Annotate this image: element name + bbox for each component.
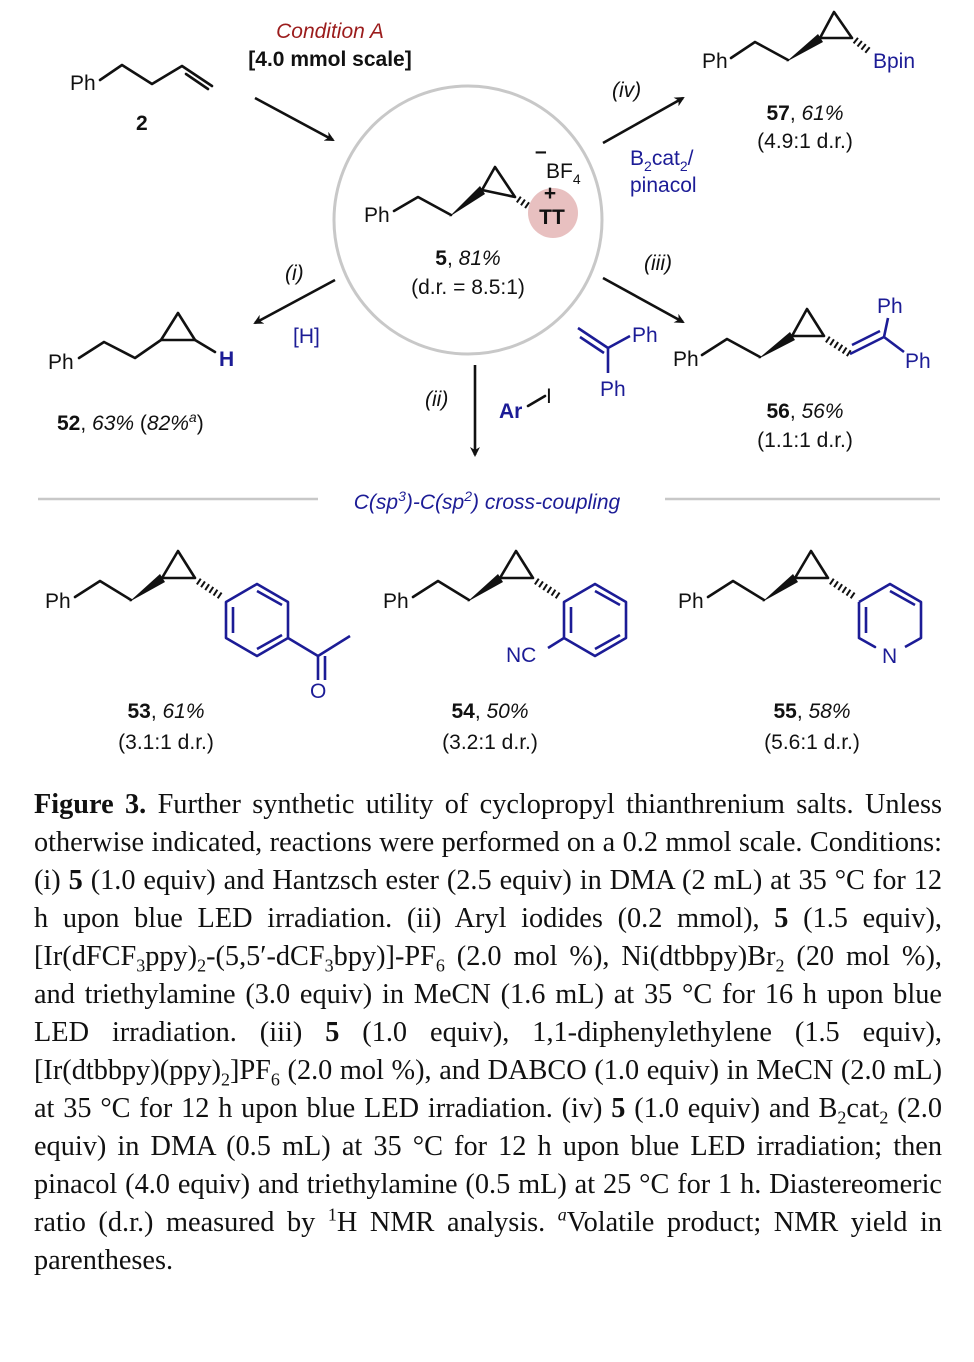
compound-53-dr: (3.1:1 d.r.) [118,731,214,754]
tt-highlight [528,188,578,238]
reagent-diphenylethylene: Ph Ph [577,324,658,401]
figure-caption: Figure 3. Further synthetic utility of c… [34,786,942,1280]
caption-segment: 6 [435,955,445,976]
caption-segment: (2.0 mol %), and DABCO (1.0 equiv) in Me… [34,1055,942,1124]
compound-54-caption: 54, 50% [451,700,528,723]
caption-segment: 2 [221,1069,231,1090]
caption-segment: 3 [136,955,146,976]
caption-segment: 5 [325,1017,340,1048]
caption-segment: cat [846,1093,880,1124]
caption-segment: Further synthetic utility of cyclopropyl… [34,789,942,896]
compound-number: 2 [136,112,148,135]
bpin-label: Bpin [873,50,915,73]
caption-segment: (1.0 equiv), 1,1-diphenylethylene (1.5 e… [34,1017,943,1086]
caption-segment: -(5,5′-dCF [206,941,325,972]
caption-segment: Volatile product; NMR yield in parenthes… [34,1207,942,1276]
caption-segment: 6 [270,1069,280,1090]
h-label: H [219,348,234,371]
compound-5-caption: 5, 81% [435,247,500,270]
ph-label: Ph [600,378,626,401]
caption-segment: 2 [879,1107,889,1128]
compound-55: Ph N 55, 58% (5.6:1 d.r.) [678,549,923,754]
compound-57: Ph Bpin 57, 61% (4.9:1 d.r.) [702,10,915,153]
ph-label: Ph [383,590,409,613]
compound-54: Ph NC 54, 50% (3.2:1 d.r.) [383,549,628,754]
arrow-to-5 [254,96,335,142]
ar-label: Ar [499,400,522,423]
compound-5-dr: (d.r. = 8.5:1) [411,276,525,299]
arrow-i [253,278,336,325]
caption-segment: 2 [197,955,207,976]
ph-label: Ph [48,351,74,374]
ph-label: Ph [45,590,71,613]
iodine-label: I [546,385,552,408]
compound-56-caption: 56, 56% [766,400,843,423]
ph-label: Ph [905,350,931,373]
caption-segment: 3 [324,955,334,976]
compound-53: Ph O 53, 61% (3.1:1 d.r.) [45,549,351,754]
arrow-iv [602,96,685,145]
caption-segment: (20 mol %), and triethylamine (3.0 equiv… [34,941,942,1048]
reagent-aryl-iodide: Ar I [499,385,552,423]
compound-55-caption: 55, 58% [773,700,850,723]
route-iv-label: (iv) [612,79,641,102]
ph-label: Ph [364,204,390,227]
reagent-hydride: [H] [293,325,320,348]
compound-56: Ph Ph Ph 56, 56% (1.1:1 d.r.) [673,295,931,452]
counterion: BF4 [546,160,581,187]
caption-segment: (1.0 equiv) and Hantzsch ester (2.5 equi… [34,865,942,934]
route-i-label: (i) [285,262,304,285]
compound-56-dr: (1.1:1 d.r.) [757,429,853,452]
compound-52: Ph H 52, 63% (82%a) [48,311,234,435]
caption-segment: (1.5 equiv), [Ir(dFCF [34,903,942,972]
condition-scale: [4.0 mmol scale] [248,48,411,71]
nitrogen-label: N [882,645,897,668]
reagent-b2cat2: B2cat2/ [630,147,694,174]
plus-charge: + [544,182,556,205]
caption-segment: Figure 3. [34,789,147,820]
condition-title: Condition A [276,20,384,43]
caption-segment: H NMR analysis. [336,1207,558,1238]
compound-2: Ph 2 [70,63,214,135]
caption-segment: 5 [774,903,789,934]
caption-segment: 1 [327,1204,337,1225]
compound-57-caption: 57, 61% [766,102,843,125]
caption-segment: 2 [775,955,785,976]
compound-5: Ph TT + – BF4 5, 81% (d.r. = 8.5:1) [364,140,581,299]
compound-52-caption: 52, 63% (82%a) [57,409,204,435]
route-iii-label: (iii) [644,252,672,275]
oxygen-label: O [310,680,326,703]
compound-55-dr: (5.6:1 d.r.) [764,731,860,754]
arrow-iii [602,276,685,324]
caption-segment: bpy)]-PF [333,941,436,972]
compound-54-dr: (3.2:1 d.r.) [442,731,538,754]
caption-segment: 2 [837,1107,847,1128]
reagent-pinacol: pinacol [630,174,697,197]
nitrile-label: NC [506,644,536,667]
ph-label: Ph [877,295,903,318]
minus-charge: – [535,140,547,163]
ph-label: Ph [702,50,728,73]
caption-segment: 5 [68,865,83,896]
compound-57-dr: (4.9:1 d.r.) [757,130,853,153]
highlight-circle [332,84,604,356]
ph-label: Ph [70,72,96,95]
reaction-scheme: Ph 2 Condition A [4.0 mmol scale] Ph TT … [38,10,940,754]
caption-segment: 5 [611,1093,626,1124]
caption-segment: (2.0 equiv) in DMA (0.5 mL) at 35 °C for… [34,1093,942,1238]
caption-segment: (2.0 mol %), Ni(dtbbpy)Br [444,941,776,972]
caption-segment: a [557,1204,567,1225]
caption-segment: ]PF [230,1055,271,1086]
ph-label: Ph [673,348,699,371]
ph-label: Ph [632,324,658,347]
caption-segment: ppy) [145,941,198,972]
ph-label: Ph [678,590,704,613]
tt-label: TT [539,206,565,229]
caption-segment: (1.0 equiv) and B [625,1093,838,1124]
route-ii-label: (ii) [425,388,448,411]
section-title: C(sp3)-C(sp2) cross-coupling [354,488,621,514]
compound-53-caption: 53, 61% [127,700,204,723]
